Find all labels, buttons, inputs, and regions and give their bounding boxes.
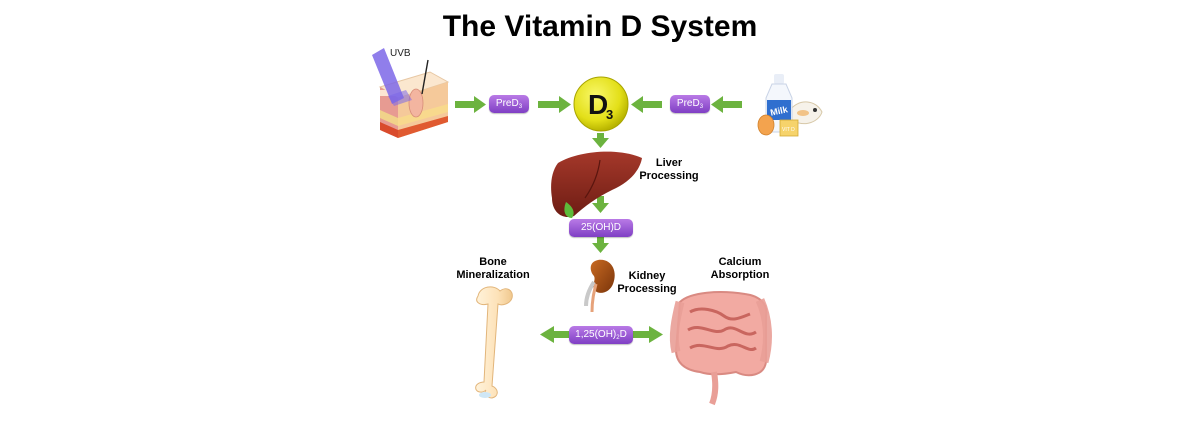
d3-molecule: D 3 [573, 76, 629, 132]
kidney-illustration [584, 259, 615, 313]
liver-illustration [551, 151, 642, 218]
arrow-to-intestine [632, 326, 663, 343]
egg-icon [757, 114, 775, 136]
skin-illustration [372, 48, 450, 138]
arrows [455, 96, 742, 343]
gallbladder [564, 202, 574, 218]
arrow-liver-to-25ohd [592, 196, 609, 213]
arrow-pred3-to-d3 [538, 96, 571, 113]
125ohd-pill: 1,25(OH)2D [569, 326, 633, 344]
arrow-food-to-pred3 [711, 96, 742, 113]
food-sources: Milk VIT D [757, 74, 823, 137]
intestines-illustration [669, 291, 772, 406]
d3-subscript: 3 [606, 107, 613, 122]
arrow-skin-to-pred3 [455, 96, 486, 113]
bone-illustration [475, 286, 513, 399]
vitamin-carton-icon: VIT D [779, 119, 799, 137]
diagram-title: The Vitamin D System [442, 10, 758, 43]
milk-label: Milk [769, 104, 789, 118]
arrow-pred3-right-to-d3 [631, 96, 662, 113]
arrow-25ohd-to-kidney [592, 237, 609, 253]
pred3-right-pill: PreD3 [670, 95, 710, 113]
vit-d-label: VIT D [782, 127, 795, 133]
arrow-d3-to-liver [592, 133, 609, 148]
uvb-beam [372, 48, 404, 104]
uvb-label: UVB [390, 48, 411, 59]
arrow-to-bone [540, 326, 571, 343]
d3-letter: D [588, 89, 608, 120]
pred3-left-pill: PreD3 [489, 95, 529, 113]
25ohd-pill: 25(OH)D [569, 219, 633, 237]
